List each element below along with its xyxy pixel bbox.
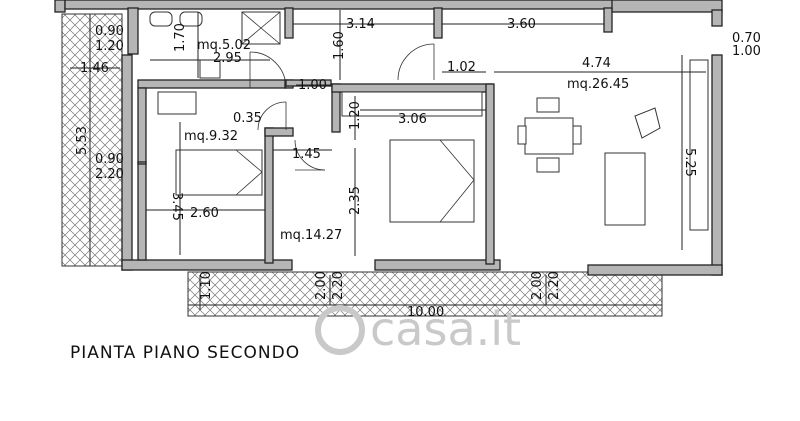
area-bedroom-small: mq.9.32 bbox=[184, 129, 238, 144]
dim-balcony-1000: 10.00 bbox=[407, 305, 444, 320]
dim-balcony-110: 1.10 bbox=[199, 271, 214, 300]
area-living: mq.26.45 bbox=[567, 77, 629, 92]
master-bedroom-furniture bbox=[341, 91, 483, 223]
dim-left-120: 1.20 bbox=[95, 39, 124, 54]
dim-balcony-220b: 2.20 bbox=[547, 271, 562, 300]
living-furniture bbox=[517, 59, 709, 231]
small-bedroom-furniture bbox=[175, 149, 263, 196]
watermark-text: casa.it bbox=[370, 302, 521, 356]
door-swings bbox=[249, 43, 435, 171]
dim-bed-120: 1.20 bbox=[348, 101, 363, 130]
interior-walls bbox=[137, 7, 613, 265]
dim-bed-306: 3.06 bbox=[398, 112, 427, 127]
dim-bed-235: 2.35 bbox=[348, 186, 363, 215]
dim-living-525: 5.25 bbox=[682, 148, 697, 177]
watermark: casa.it bbox=[315, 302, 521, 356]
dim-left-220: 2.20 bbox=[95, 167, 124, 182]
dim-bath-width: 2.95 bbox=[213, 51, 242, 66]
dim-corridor-145: 1.45 bbox=[292, 147, 321, 162]
dimension-lines bbox=[70, 10, 706, 310]
dim-small-260: 2.60 bbox=[190, 206, 219, 221]
dim-left-090: 0.90 bbox=[95, 24, 124, 39]
dim-right-070: 0.70 bbox=[732, 31, 761, 46]
dim-corridor-160: 1.60 bbox=[332, 31, 347, 60]
dimension-labels: 3.14 3.60 2.95 1.70 0.90 1.20 1.46 5.53 … bbox=[75, 17, 761, 320]
dim-top-mid: 3.14 bbox=[346, 17, 375, 32]
dim-terrace-553: 5.53 bbox=[75, 126, 90, 155]
dim-living-474: 4.74 bbox=[582, 56, 611, 71]
area-bath: mq.5.02 bbox=[197, 38, 251, 53]
dim-living-102: 1.02 bbox=[447, 60, 476, 75]
dim-right-100: 1.00 bbox=[732, 44, 761, 59]
bathroom-fixtures bbox=[149, 11, 281, 115]
dim-balcony-200a: 2.00 bbox=[314, 271, 329, 300]
area-labels: mq.5.02 mq.9.32 mq.14.27 mq.26.45 bbox=[184, 38, 629, 243]
exterior-walls bbox=[54, 0, 723, 276]
plan-title: PIANTA PIANO SECONDO bbox=[70, 343, 300, 363]
bottom-balcony bbox=[187, 271, 663, 317]
dim-left-090b: 0.90 bbox=[95, 152, 124, 167]
dim-small-345: 3.45 bbox=[169, 192, 184, 221]
area-corridor: mq.14.27 bbox=[280, 228, 342, 243]
dim-balcony-200b: 2.00 bbox=[530, 271, 545, 300]
dim-balcony-220a: 2.20 bbox=[331, 271, 346, 300]
left-terrace bbox=[61, 13, 123, 267]
dim-corridor-100: 1.00 bbox=[298, 78, 327, 93]
dim-bath-height: 1.70 bbox=[173, 23, 188, 52]
dim-terrace-146: 1.46 bbox=[80, 61, 109, 76]
dim-top-right: 3.60 bbox=[507, 17, 536, 32]
dim-corridor-035: 0.35 bbox=[233, 111, 262, 126]
